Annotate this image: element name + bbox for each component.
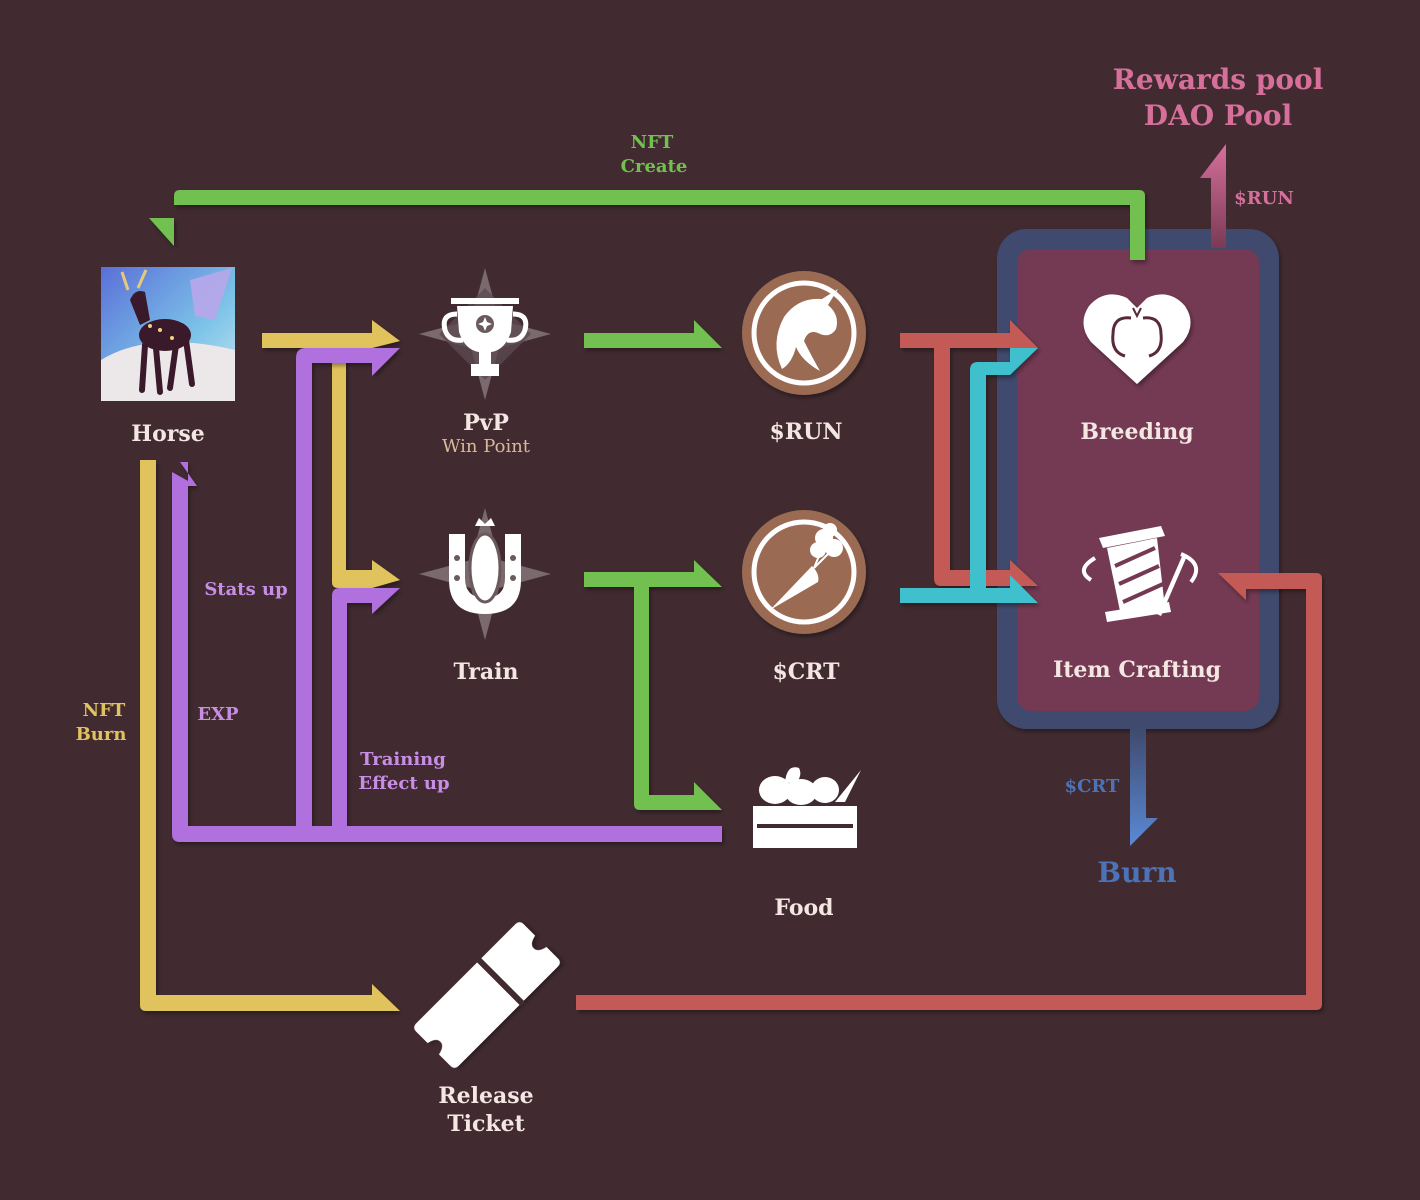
run-out-label: $RUN	[1234, 188, 1294, 209]
twin-horse-heart-icon[interactable]	[1083, 294, 1191, 384]
nft-create-label-line1: NFT	[631, 132, 674, 153]
spool-needle-icon[interactable]	[1082, 526, 1199, 622]
crt-label: $CRT	[772, 659, 840, 685]
burn-label: Burn	[1097, 856, 1176, 889]
rewards-pool-label: Rewards pool	[1113, 63, 1324, 96]
pvp-sublabel: Win Point	[442, 436, 531, 457]
horse-label: Horse	[131, 421, 204, 447]
unicorn-token-icon[interactable]	[742, 271, 866, 395]
yellow-flows	[140, 320, 400, 1011]
train-label: Train	[454, 659, 519, 685]
nft-burn-label-line1: NFT	[83, 700, 126, 721]
pvp-label: PvP	[463, 410, 509, 436]
panel-inner	[1017, 249, 1259, 711]
ticket-icon[interactable]	[411, 919, 564, 1072]
training-effect-label-line2: Effect up	[358, 773, 449, 794]
horse-image[interactable]	[101, 267, 235, 401]
food-label: Food	[774, 895, 833, 921]
exp-label: EXP	[197, 704, 239, 725]
stats-up-label: Stats up	[204, 579, 287, 600]
nft-create-label-line2: Create	[621, 156, 688, 177]
carrot-token-icon[interactable]	[742, 510, 866, 634]
ticket-label-line2: Ticket	[447, 1111, 525, 1137]
crt-out-label: $CRT	[1065, 776, 1120, 797]
run-to-rewards-arrow	[1200, 144, 1226, 248]
nft-burn-label-line2: Burn	[76, 724, 127, 745]
nft-create-arrow	[149, 190, 1145, 260]
crafting-label: Item Crafting	[1053, 657, 1221, 683]
green-flows	[584, 320, 722, 810]
ticket-label-line1: Release	[438, 1083, 533, 1109]
crafting-panel	[997, 229, 1279, 729]
training-effect-label-line1: Training	[360, 749, 446, 770]
horseshoe-carrot-icon[interactable]	[419, 508, 551, 640]
run-label: $RUN	[770, 419, 843, 445]
vegetable-crate-icon[interactable]	[753, 767, 861, 848]
dao-pool-label: DAO Pool	[1144, 99, 1292, 132]
trophy-icon[interactable]	[419, 268, 551, 400]
purple-flows	[172, 348, 722, 842]
crt-to-burn-arrow	[1130, 729, 1158, 846]
breeding-label: Breeding	[1080, 419, 1193, 445]
red-cyan-flows	[576, 320, 1322, 1010]
